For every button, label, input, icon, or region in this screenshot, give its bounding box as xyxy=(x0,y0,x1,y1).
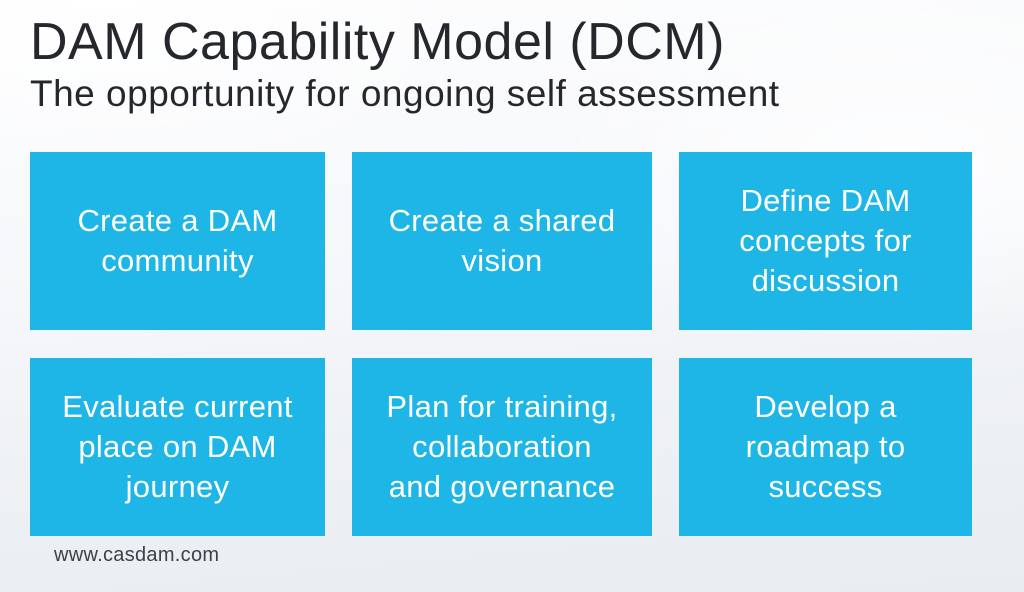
card-define-dam-concepts: Define DAM concepts for discussion xyxy=(679,152,972,330)
card-evaluate-current-place: Evaluate current place on DAM journey xyxy=(30,358,325,536)
card-plan-training-collaboration: Plan for training, collaboration and gov… xyxy=(352,358,652,536)
card-create-shared-vision: Create a shared vision xyxy=(352,152,652,330)
footer-url: www.casdam.com xyxy=(54,544,220,566)
page-subtitle: The opportunity for ongoing self assessm… xyxy=(30,73,780,114)
capability-card-grid: Create a DAM community Create a shared v… xyxy=(30,152,972,536)
page-title: DAM Capability Model (DCM) xyxy=(30,13,725,71)
card-create-dam-community: Create a DAM community xyxy=(30,152,325,330)
card-develop-roadmap: Develop a roadmap to success xyxy=(679,358,972,536)
